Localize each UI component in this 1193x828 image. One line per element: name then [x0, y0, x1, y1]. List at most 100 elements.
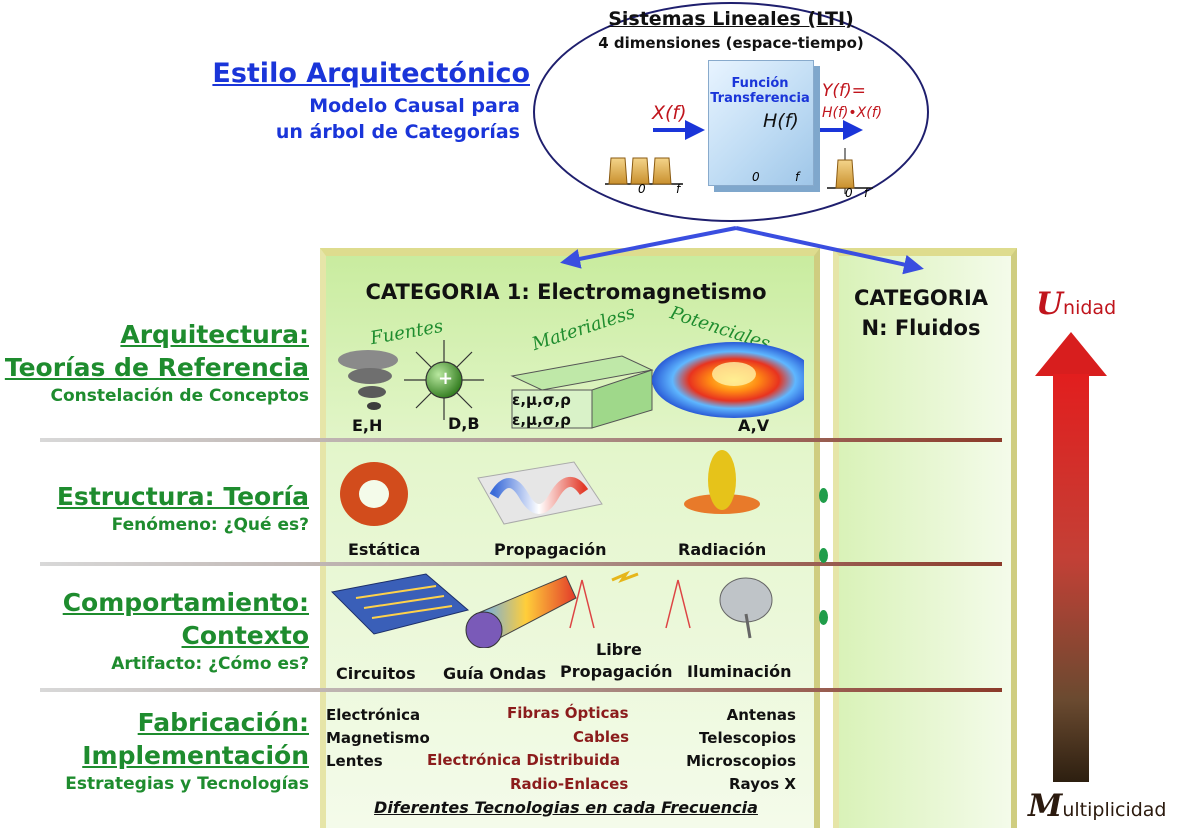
- unidad-rest: nidad: [1063, 297, 1117, 319]
- satellite-dish-icon: [719, 577, 773, 639]
- guia-ondas-caption: Guía Ondas: [443, 664, 547, 683]
- row-comportamiento-label: Comportamiento: Contexto Artifacto: ¿Cóm…: [63, 586, 309, 676]
- list-item: Magnetismo: [326, 729, 430, 747]
- row-separator-3: [40, 688, 1002, 692]
- lti-subtitle: 4 dimensiones (espace-tiempo): [598, 34, 864, 52]
- input-f-tick: f: [676, 182, 681, 196]
- category-n-column: [833, 248, 1017, 828]
- list-item: Electrónica: [326, 706, 421, 724]
- fabricacion-subtitle: Estrategias y Tecnologías: [65, 774, 309, 794]
- arrow-to-category-1: [560, 226, 737, 269]
- potential-waves-icon: [652, 342, 804, 418]
- system-function-label: H(f): [763, 110, 799, 132]
- propagacion-libre-caption: Propagación: [560, 662, 673, 681]
- radiacion-caption: Radiación: [678, 540, 767, 559]
- row-fabricacion-label: Fabricación: Implementación Estrategias …: [65, 706, 309, 796]
- technology-footer-note: Diferentes Tecnologias en cada Frecuenci…: [374, 798, 758, 817]
- circuitos-caption: Circuitos: [336, 664, 416, 683]
- input-zero-tick: 0: [638, 182, 646, 196]
- row-arquitectura-label: Arquitectura: Teorías de Referencia Cons…: [5, 318, 309, 408]
- material-param-1: ε,μ,σ,ρ: [512, 391, 571, 409]
- arquitectura-icons: [338, 340, 804, 429]
- row-separator-1: [40, 438, 1002, 442]
- output-spectrum-icon: [827, 148, 873, 194]
- arquitectura-title-line1: Arquitectura:: [120, 320, 309, 349]
- list-item: Fibras Ópticas: [507, 704, 629, 722]
- lti-title: Sistemas Lineales (LTI): [608, 8, 854, 30]
- fabricacion-title-line1: Fabricación:: [137, 708, 309, 737]
- transfer-label-line1: Función: [731, 76, 789, 91]
- list-item: Telescopios: [699, 729, 796, 747]
- circuit-board-icon: [330, 573, 470, 635]
- architecture-style-subtitle-line1: Modelo Causal para: [309, 95, 520, 117]
- multiplicidad-initial: M: [1028, 788, 1063, 824]
- comportamiento-title-line1: Comportamiento:: [62, 588, 309, 617]
- av-caption: A,V: [738, 416, 770, 435]
- unidad-label: Unidad: [1036, 286, 1116, 322]
- arquitectura-subtitle: Constelación de Conceptos: [50, 386, 309, 406]
- input-signal-label: X(f): [652, 102, 687, 124]
- estructura-subtitle: Fenómeno: ¿Qué es?: [111, 515, 309, 535]
- list-item: Rayos X: [728, 775, 796, 793]
- architecture-style-title: Estilo Arquitectónico: [212, 58, 530, 89]
- estructura-title: Estructura: Teoría: [56, 482, 309, 511]
- propagacion-caption: Propagación: [494, 540, 607, 559]
- scale-arrow-head: [1035, 332, 1107, 376]
- estructura-icons: [340, 450, 760, 526]
- system-zero-tick: 0: [752, 170, 760, 184]
- fabricacion-title-line2: Implementación: [82, 741, 309, 770]
- material-slab-icon: [510, 355, 654, 429]
- output-label-line2: H(f)•X(f): [822, 105, 883, 121]
- material-param-2: ε,μ,σ,ρ: [512, 411, 571, 429]
- tornado-icon: [338, 350, 398, 410]
- transfer-label-line2: Transferencia: [710, 91, 810, 106]
- row-separator-2: [40, 562, 1002, 566]
- comportamiento-icons: [330, 570, 773, 648]
- multiplicidad-label: Multiplicidad: [1028, 788, 1167, 824]
- input-spectrum-icon: [605, 157, 683, 185]
- tech-list-right: Antenas Telescopios Microscopios Rayos X: [678, 704, 796, 796]
- iluminacion-caption: Iluminación: [687, 662, 792, 681]
- list-item: Electrónica Distribuida: [427, 751, 621, 769]
- scale-arrow-shaft: [1053, 374, 1089, 782]
- tech-list-left: Electrónica Magnetismo Lentes: [326, 704, 430, 773]
- list-item: Radio-Enlaces: [510, 775, 629, 793]
- arquitectura-title-line2: Teorías de Referencia: [4, 353, 309, 382]
- list-item: Microscopios: [686, 752, 796, 770]
- transfer-function-label: Función Transferencia: [708, 76, 812, 106]
- arrow-to-category-n: [735, 226, 924, 275]
- estatica-caption: Estática: [348, 540, 421, 559]
- db-caption: D,B: [448, 414, 480, 433]
- comportamiento-title-line2: Contexto: [181, 621, 309, 650]
- transfer-function-box: [708, 60, 814, 186]
- architecture-style-subtitle-line2: un árbol de Categorías: [275, 121, 520, 143]
- category-n-title: CATEGORIA N: Fluidos: [833, 283, 1009, 343]
- ellipsis-dot-2: [819, 548, 828, 563]
- architecture-style-subtitle: Modelo Causal para un árbol de Categoría…: [150, 93, 520, 145]
- category-n-title-line1: CATEGORIA: [853, 286, 989, 310]
- unidad-initial: U: [1036, 286, 1064, 322]
- output-signal-label: Y(f)= H(f)•X(f): [822, 80, 882, 124]
- category-link-arrows: [560, 226, 924, 275]
- radiation-pattern-icon: [684, 450, 760, 514]
- system-f-tick: f: [795, 170, 800, 184]
- list-item: Cables: [573, 728, 630, 746]
- output-label-line1: Y(f)=: [822, 81, 866, 101]
- charge-source-icon: [404, 340, 484, 420]
- multiplicidad-rest: ultiplicidad: [1062, 799, 1167, 821]
- ellipsis-dot-1: [819, 488, 828, 503]
- list-item: Lentes: [326, 752, 383, 770]
- ellipsis-dot-3: [819, 610, 828, 625]
- radio-link-icon: [569, 570, 691, 629]
- waveguide-icon: [465, 575, 577, 648]
- toroid-icon: [340, 462, 408, 526]
- plus-sign: +: [438, 368, 454, 389]
- category-n-title-line2: N: Fluidos: [861, 316, 981, 340]
- comportamiento-subtitle: Artifacto: ¿Cómo es?: [111, 654, 309, 674]
- output-f-tick: f: [864, 186, 869, 200]
- libre-caption: Libre: [596, 640, 642, 659]
- category-1-title: CATEGORIA 1: Electromagnetismo: [365, 280, 767, 304]
- row-estructura-label: Estructura: Teoría Fenómeno: ¿Qué es?: [57, 480, 309, 537]
- output-zero-tick: 0: [845, 186, 853, 200]
- eh-caption: E,H: [352, 416, 383, 435]
